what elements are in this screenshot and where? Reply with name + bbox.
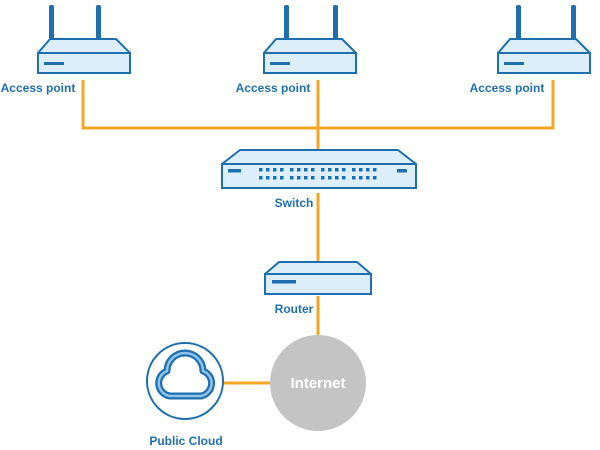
router (264, 261, 372, 295)
switch-label: Switch (275, 196, 314, 210)
access-point-2 (263, 5, 357, 74)
wifi-access-point-icon (263, 5, 357, 74)
router-label: Router (275, 302, 314, 316)
public-cloud (146, 342, 224, 420)
switch (221, 149, 417, 189)
access-point-3-label: Access point (470, 81, 545, 95)
switch-ports (259, 168, 377, 180)
access-point-1 (37, 5, 131, 74)
access-point-1-label: Access point (1, 81, 76, 95)
wifi-access-point-icon (497, 5, 591, 74)
cloud-icon (155, 349, 216, 400)
wifi-access-point-icon (37, 5, 131, 74)
connections (81, 80, 555, 385)
internet-node: Internet (270, 335, 366, 431)
router-icon (264, 261, 372, 295)
internet-label: Internet (290, 375, 345, 392)
access-point-2-label: Access point (236, 81, 311, 95)
network-switch-icon (221, 149, 417, 189)
internet-circle (270, 335, 366, 431)
public-cloud-label: Public Cloud (149, 434, 222, 448)
access-point-3 (497, 5, 591, 74)
